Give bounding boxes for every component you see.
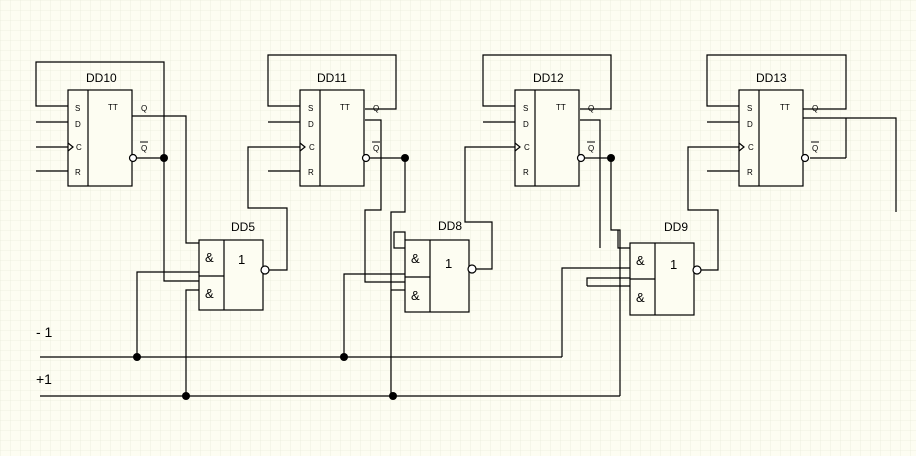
flipflop-dd13-pin-nq: Q xyxy=(812,144,818,153)
rail-label-minus: - 1 xyxy=(36,324,53,340)
gate-dd8-and-2: & xyxy=(411,288,420,303)
flipflop-dd10-pin-s: S xyxy=(75,104,80,113)
gate-dd9-or: 1 xyxy=(670,257,677,272)
gate-dd9-and-2: & xyxy=(636,290,645,305)
flipflop-dd11-pin-nq: Q xyxy=(373,144,379,153)
gate-dd8-and-1: & xyxy=(411,251,420,266)
junction-dots xyxy=(133,154,615,400)
flipflop-dd10-pin-d: D xyxy=(75,120,81,129)
flipflop-dd11-type: TT xyxy=(340,103,350,112)
flipflop-dd12 xyxy=(514,89,586,187)
flipflop-dd11-pin-d: D xyxy=(308,120,314,129)
flipflop-dd10-pin-c: C xyxy=(76,143,82,152)
gate-dd5 xyxy=(198,239,270,311)
flipflop-dd13-type: TT xyxy=(780,103,790,112)
gate-dd8-label: DD8 xyxy=(438,219,462,233)
flipflop-dd11-pin-c: C xyxy=(309,143,315,152)
flipflop-dd11-pin-r: R xyxy=(308,168,314,177)
flipflop-dd11-label: DD11 xyxy=(317,71,347,85)
flipflop-dd10 xyxy=(67,89,138,187)
gate-dd8 xyxy=(404,239,477,313)
flipflop-dd13-pin-s: S xyxy=(747,104,752,113)
gate-dd5-and-1: & xyxy=(205,250,214,265)
power-rails xyxy=(40,356,620,397)
flipflop-dd10-type: TT xyxy=(108,103,118,112)
gate-dd9-label: DD9 xyxy=(664,220,688,234)
flipflop-dd11-pin-s: S xyxy=(308,104,313,113)
flipflop-dd12-label: DD12 xyxy=(533,71,564,85)
flipflop-dd12-pin-s: S xyxy=(523,104,528,113)
gate-dd9-and-1: & xyxy=(636,253,645,268)
flipflop-dd11 xyxy=(299,89,371,187)
flipflop-dd12-type: TT xyxy=(556,103,566,112)
flipflop-dd13 xyxy=(738,89,810,187)
gate-dd5-or: 1 xyxy=(238,252,245,267)
flipflop-dd12-pin-c: C xyxy=(524,143,530,152)
flipflop-dd12-pin-r: R xyxy=(523,168,529,177)
gate-dd5-label: DD5 xyxy=(231,220,255,234)
flipflop-dd13-pin-r: R xyxy=(747,168,753,177)
flipflop-dd12-pin-d: D xyxy=(523,120,529,129)
flipflop-dd10-label: DD10 xyxy=(86,71,117,85)
flipflop-dd13-pin-c: C xyxy=(748,143,754,152)
wires xyxy=(35,54,897,396)
gate-dd5-and-2: & xyxy=(205,286,214,301)
flipflop-dd13-label: DD13 xyxy=(756,71,787,85)
rail-label-plus: +1 xyxy=(36,371,52,387)
flipflop-dd10-pin-q: Q xyxy=(141,104,147,113)
flipflop-dd10-pin-r: R xyxy=(75,168,81,177)
flipflop-dd12-pin-nq: Q xyxy=(588,144,594,153)
flipflop-dd10-pin-nq: Q xyxy=(141,144,147,153)
flipflop-dd13-pin-d: D xyxy=(747,120,753,129)
gate-dd8-or: 1 xyxy=(445,256,452,271)
